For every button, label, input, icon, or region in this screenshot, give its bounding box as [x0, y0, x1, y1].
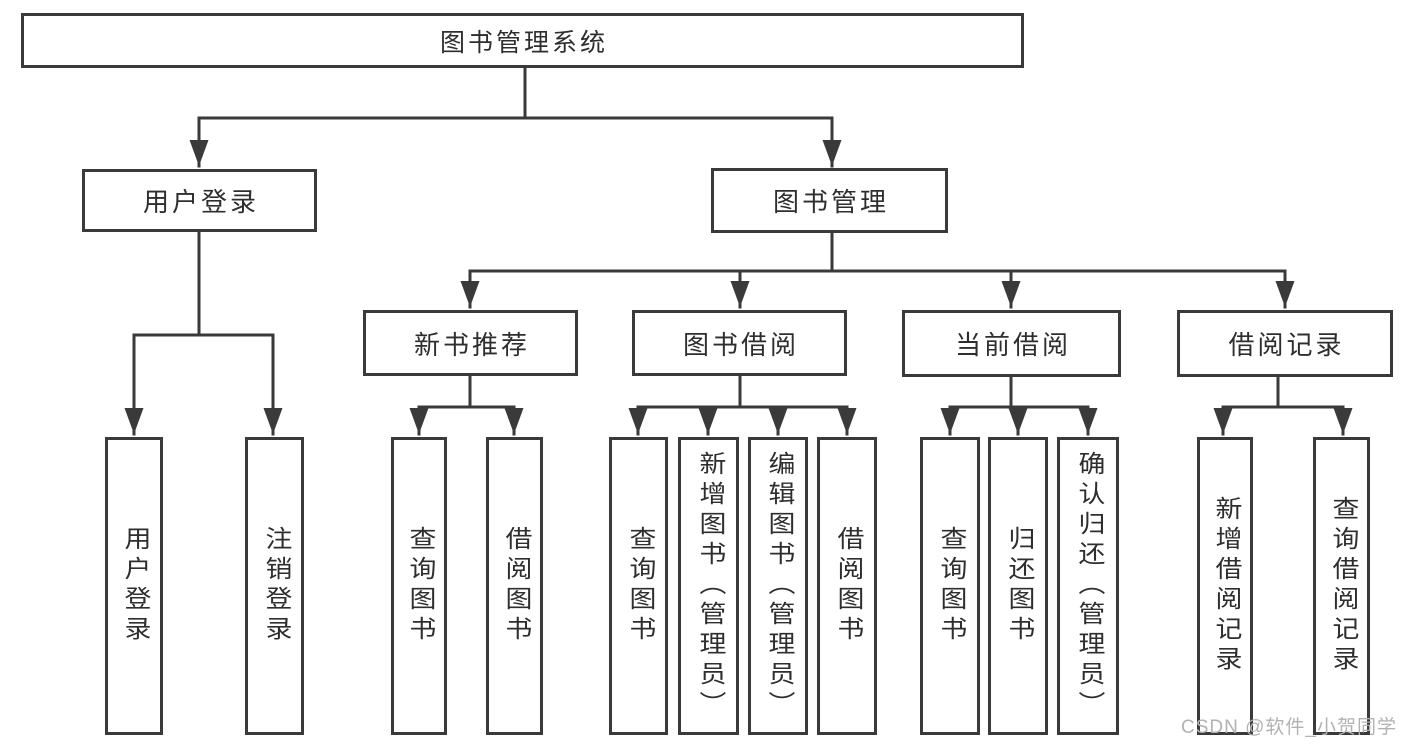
leaf-borrow-books-2-label: 借阅图书	[832, 526, 863, 646]
leaf-user-login-label: 用户登录	[119, 526, 150, 646]
node-new-book-recommend: 新书推荐	[363, 310, 578, 376]
csdn-watermark: CSDN @软件_小贺同学	[1181, 717, 1397, 738]
node-user-login-label: 用户登录	[142, 187, 259, 217]
node-book-management-label: 图书管理	[772, 187, 889, 217]
node-borrow-records-label: 借阅记录	[1228, 330, 1345, 360]
leaf-borrow-books-2: 借阅图书	[817, 437, 877, 735]
leaf-add-borrow-record: 新增借阅记录	[1197, 437, 1253, 735]
node-current-borrowing-label: 当前借阅	[954, 330, 1071, 360]
leaf-query-borrow-record: 查询借阅记录	[1313, 437, 1370, 735]
node-new-book-recommend-label: 新书推荐	[413, 329, 530, 360]
leaf-return-book: 归还图书	[988, 437, 1048, 735]
leaf-edit-book-admin: 编辑图书（管理员）	[748, 437, 808, 735]
leaf-add-borrow-record-label: 新增借阅记录	[1210, 496, 1241, 676]
leaf-query-books-2: 查询图书	[609, 437, 668, 735]
node-book-management: 图书管理	[711, 168, 948, 233]
leaf-confirm-return-admin-label: 确认归还（管理员）	[1073, 451, 1104, 721]
leaf-query-borrow-record-label: 查询借阅记录	[1326, 496, 1358, 676]
node-current-borrowing: 当前借阅	[902, 310, 1121, 377]
leaf-query-books-2-label: 查询图书	[623, 526, 655, 646]
node-borrow-records: 借阅记录	[1177, 310, 1393, 377]
node-user-login: 用户登录	[82, 169, 317, 232]
leaf-query-books-3-label: 查询图书	[935, 526, 966, 646]
leaf-query-books-1-label: 查询图书	[404, 526, 435, 646]
node-book-borrowing: 图书借阅	[632, 310, 847, 376]
leaf-query-books-1: 查询图书	[391, 437, 447, 735]
leaf-logout-label: 注销登录	[259, 526, 291, 646]
leaf-query-books-3: 查询图书	[920, 437, 980, 735]
node-library-system: 图书管理系统	[21, 13, 1024, 68]
leaf-add-book-admin: 新增图书（管理员）	[678, 437, 739, 735]
leaf-borrow-books-1-label: 借阅图书	[499, 526, 531, 646]
leaf-borrow-books-1: 借阅图书	[486, 437, 543, 735]
leaf-edit-book-admin-label: 编辑图书（管理员）	[763, 451, 794, 721]
leaf-user-login: 用户登录	[105, 437, 163, 735]
leaf-return-book-label: 归还图书	[1003, 526, 1034, 646]
leaf-logout: 注销登录	[245, 437, 304, 735]
leaf-add-book-admin-label: 新增图书（管理员）	[693, 451, 725, 721]
node-book-borrowing-label: 图书借阅	[682, 329, 799, 360]
node-library-system-label: 图书管理系统	[439, 28, 608, 57]
leaf-confirm-return-admin: 确认归还（管理员）	[1057, 437, 1119, 735]
